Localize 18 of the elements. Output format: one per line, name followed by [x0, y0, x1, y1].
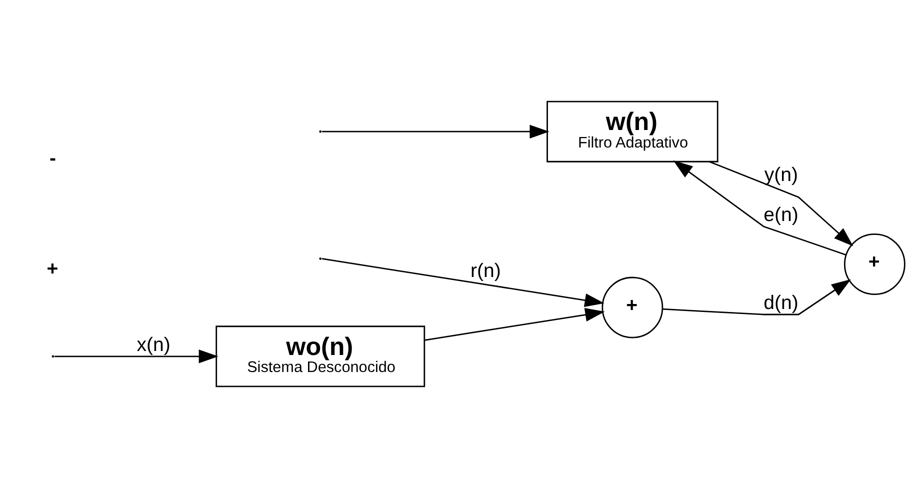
edge-label: r(n) [470, 260, 500, 282]
edge-label: y(n) [764, 163, 798, 186]
edge-label: x(n) [136, 334, 170, 356]
arrow [54, 349, 218, 363]
arrow [672, 160, 846, 255]
arrow [662, 278, 850, 315]
label: - [49, 147, 56, 170]
node-box: w(n) Filtro Adaptativo [546, 100, 718, 162]
arrow [708, 160, 853, 246]
edge-label: d(n) [763, 292, 798, 314]
node-circle: + [843, 233, 905, 294]
arrow [424, 307, 604, 340]
edge-label: e(n) [763, 204, 798, 226]
arrow [321, 258, 604, 307]
label: + [46, 257, 58, 280]
node-circle: + [601, 276, 663, 338]
arrow [322, 124, 549, 138]
node-box: wo(n) Sistema Desconocido [215, 325, 425, 387]
